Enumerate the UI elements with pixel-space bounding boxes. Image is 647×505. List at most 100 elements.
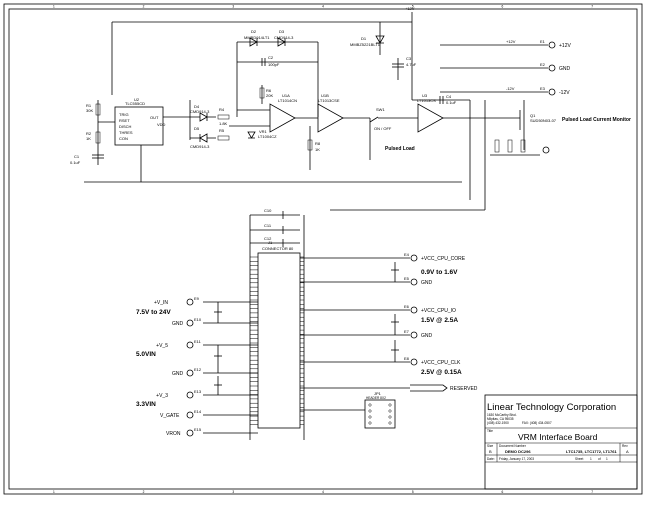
- terminal-gnd-label: GND: [559, 66, 571, 72]
- timer-u2-body: [114, 106, 164, 146]
- ruler-number: 2: [143, 5, 145, 9]
- out-core-net: +VCC_CPU_CORE: [421, 256, 466, 262]
- timer-pin-thres: THRES: [119, 130, 133, 135]
- terminal-e4-ref: E4: [404, 252, 410, 257]
- timer-pin-vdd: VDD: [157, 122, 166, 127]
- jp1-pin: [388, 409, 392, 413]
- out-clk-range: 2.5V @ 0.15A: [421, 369, 462, 376]
- terminal-v5: [186, 341, 194, 349]
- connector-j1-part: CONNECTOR 80: [262, 246, 294, 251]
- ruler-number: 3: [232, 5, 234, 9]
- terminal-e12-ref: E12: [194, 367, 202, 372]
- opamp-u1a-ref: U1A: [282, 93, 290, 98]
- r2-body: [95, 131, 101, 144]
- reserved-label: RESERVED: [450, 386, 478, 392]
- opamp-u1a-part: LT1014CN: [278, 98, 297, 103]
- out-gnd2-net: GND: [421, 333, 433, 339]
- tb-title-label: Title: [487, 429, 493, 433]
- in-vron-net: VRON: [166, 431, 181, 437]
- opamp-u1b-symbol: [317, 103, 344, 133]
- c1-ref: C1: [74, 154, 80, 159]
- out-io-range: 1.5V @ 2.5A: [421, 317, 458, 324]
- inner-border: [8, 8, 638, 490]
- opamp-u3-part: LT1013CS: [417, 98, 436, 103]
- c4-ref: C4: [446, 94, 452, 99]
- ruler-number: 3: [232, 490, 234, 494]
- r5-body: [217, 135, 230, 141]
- sense-r-1: [494, 139, 500, 153]
- diode-d3-symbol: [277, 37, 286, 47]
- tb-company: Linear Technology Corporation: [487, 402, 616, 413]
- header-jp1-pins: [368, 403, 392, 425]
- ruler-number: 4: [322, 490, 324, 494]
- diode-d5-ref: D5: [194, 126, 200, 131]
- diode-d5-symbol: [190, 133, 216, 143]
- out-io-net: +VCC_CPU_IO: [421, 308, 456, 314]
- ruler-number: 1: [53, 490, 55, 494]
- terminal-pos-12: [548, 41, 556, 49]
- r8-body: [307, 139, 313, 151]
- opamp-u1a-symbol: [269, 103, 296, 133]
- tb-fax: FAX: (408) 434-0507: [522, 421, 552, 425]
- tb-sheet: 1: [590, 457, 592, 461]
- terminal-e2-ref: E2: [540, 62, 546, 67]
- outer-border: [3, 3, 643, 495]
- opamp-u3-symbol: [417, 103, 444, 133]
- timer-pin-out: OUT: [150, 115, 159, 120]
- tb-docnum-label: Document Number: [499, 444, 527, 448]
- terminal-gnd-2: [410, 331, 418, 339]
- out-core-range: 0.9V to 1.6V: [421, 269, 458, 276]
- tb-addr2: Milpitas, CA 95035: [487, 417, 514, 421]
- c3-val: 4.7uF: [406, 62, 417, 67]
- diode-d4-ref: D4: [194, 104, 200, 109]
- terminal-vin: [186, 298, 194, 306]
- timer-u2-part: TLC555CD: [125, 101, 145, 106]
- tb-size: B: [489, 449, 492, 454]
- c1-val: 0.1uF: [70, 160, 81, 165]
- terminal-v3: [186, 391, 194, 399]
- tb-addr1: 1630 McCarthy Blvd.: [487, 413, 517, 417]
- in-v5-net: +V_5: [156, 343, 168, 349]
- opamp-u1b-ref: U1B: [321, 93, 329, 98]
- terminal-vcc-core: [410, 254, 418, 262]
- terminal-vcc-clk: [410, 358, 418, 366]
- timer-pin-trig: TRIG: [119, 112, 129, 117]
- tb-parts: LTC1735, LTC1772, LT1761: [566, 449, 617, 454]
- r8-val: 1K: [315, 147, 320, 152]
- terminal-pos-12-label: +12V: [559, 43, 571, 49]
- terminal-vgate: [186, 411, 194, 419]
- top-vcc-label: +12V: [405, 6, 415, 11]
- diode-d5-part: CMD914-3: [190, 144, 210, 149]
- ruler-number: 1: [53, 5, 55, 9]
- sense-r-3: [520, 139, 526, 153]
- r4-ref: R4: [219, 107, 225, 112]
- sw1-label: ON / OFF: [374, 126, 392, 131]
- vr1-symbol: [247, 131, 256, 139]
- r6-ref: R6: [266, 88, 272, 93]
- in-gnd1-net: GND: [172, 321, 184, 327]
- terminal-in-gnd-2: [186, 369, 194, 377]
- in-gnd2-net: GND: [172, 371, 184, 377]
- jp1-pin: [388, 403, 392, 407]
- r1-val: 30K: [86, 108, 93, 113]
- terminal-e10-ref: E10: [194, 317, 202, 322]
- connector-j1-ref: J1: [268, 240, 273, 245]
- in-vin-range: 7.5V to 24V: [136, 309, 171, 316]
- jp1-pin: [368, 421, 372, 425]
- c11-ref: C11: [264, 223, 272, 228]
- ruler-number: 6: [502, 5, 504, 9]
- terminal-neg-12-label: -12V: [559, 90, 570, 96]
- terminal-e11-ref: E11: [194, 339, 202, 344]
- terminal-e14-ref: E14: [194, 409, 202, 414]
- opamp-u3-ref: U3: [422, 93, 428, 98]
- in-v3-range: 3.3VIN: [136, 401, 156, 408]
- opamp-u1b-part: LT1013CSE: [318, 98, 340, 103]
- terminal-e15-ref: E15: [194, 427, 202, 432]
- pulsed-monitor-label: Pulsed Load Current Monitor: [562, 117, 631, 123]
- r2-val: 1K: [86, 136, 91, 141]
- rail-net-pos: +12V: [506, 39, 516, 44]
- ruler-number: 5: [412, 490, 414, 494]
- c4-val: 0.1uF: [446, 100, 457, 105]
- diode-d2-part: MMBD914LT1: [244, 35, 270, 40]
